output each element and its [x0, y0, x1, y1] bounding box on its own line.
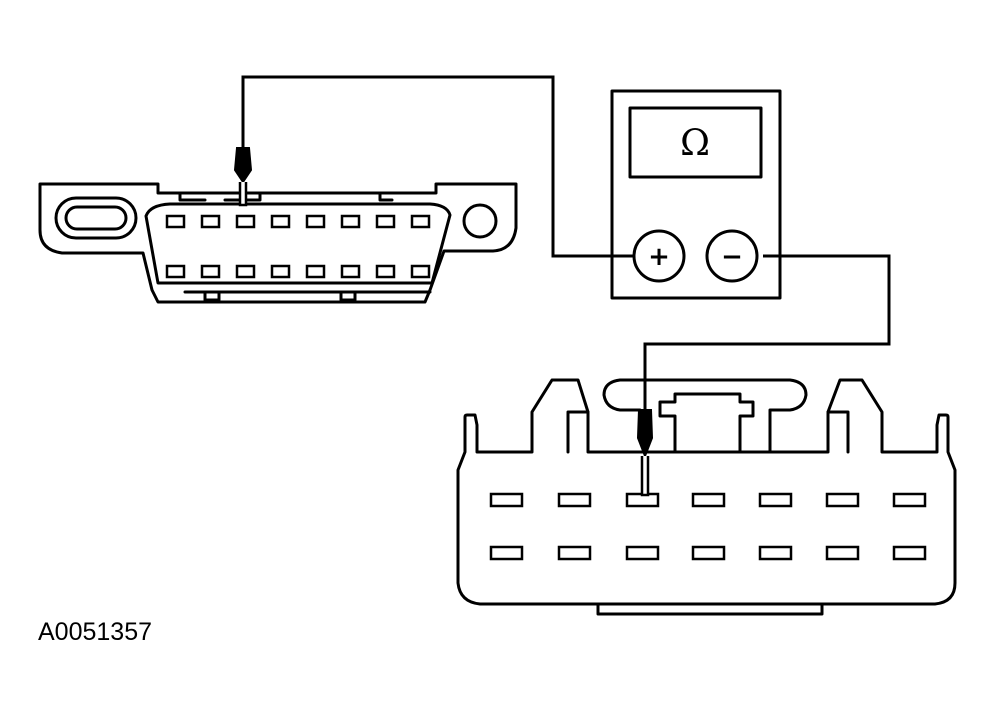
ohm-symbol: Ω — [680, 123, 710, 164]
connector-pin — [557, 492, 592, 508]
connector-pin — [691, 492, 726, 508]
connector-pin — [200, 264, 221, 279]
connector-pin — [825, 492, 860, 508]
connector-pin — [758, 492, 793, 508]
connector-pin — [235, 264, 256, 279]
connector-pin — [410, 264, 431, 279]
connector-pin — [375, 214, 396, 229]
connector-pin — [305, 264, 326, 279]
connector-pin — [270, 264, 291, 279]
connector-pin — [557, 545, 592, 561]
negative-test-lead-wire — [643, 254, 891, 410]
connector-pin — [165, 214, 186, 229]
connector-pin — [340, 264, 361, 279]
positive-test-lead-wire — [241, 75, 634, 258]
connector-pin — [340, 214, 361, 229]
connector-pin — [270, 214, 291, 229]
connector-pin — [489, 492, 524, 508]
positive-test-probe — [233, 147, 253, 207]
connector-pin — [758, 545, 793, 561]
negative-terminal — [705, 229, 759, 283]
data-link-connector — [38, 182, 518, 304]
negative-sign: − — [721, 242, 743, 272]
connector-pin — [625, 545, 660, 561]
component-connector — [456, 378, 957, 616]
meter-display — [628, 106, 763, 179]
positive-sign: + — [648, 242, 670, 272]
positive-terminal — [632, 229, 686, 283]
connector-pin — [165, 264, 186, 279]
figure-reference-number: A0051357 — [38, 618, 153, 646]
connector-pin — [410, 214, 431, 229]
connector-pin — [305, 214, 326, 229]
connector-pin — [489, 545, 524, 561]
ohmmeter: Ω + − — [610, 89, 782, 300]
connector-pin — [892, 492, 927, 508]
connector-pin — [825, 545, 860, 561]
connector-pin — [691, 545, 726, 561]
connector-pin — [200, 214, 221, 229]
connector-pin — [375, 264, 396, 279]
connector-pin — [235, 214, 256, 229]
negative-test-probe — [636, 409, 654, 497]
connector-pin — [892, 545, 927, 561]
